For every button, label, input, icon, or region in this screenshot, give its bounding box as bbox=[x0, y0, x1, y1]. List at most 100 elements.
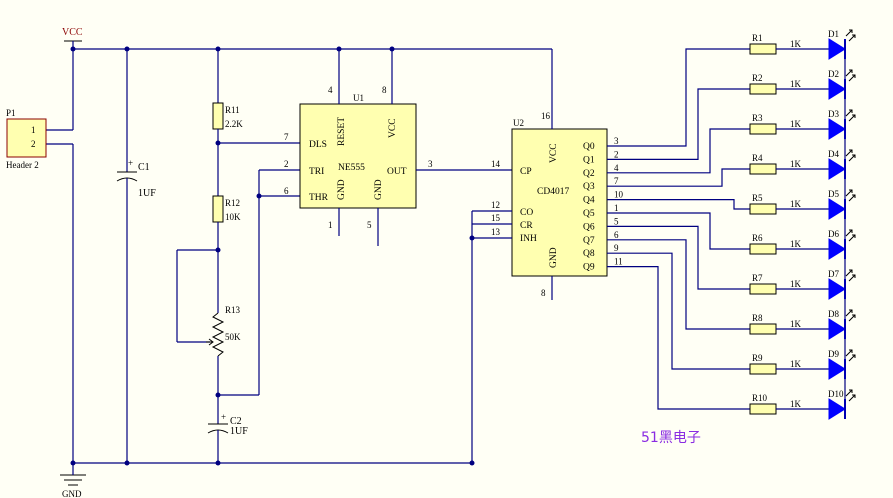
u2-q7-num: 6 bbox=[614, 230, 619, 240]
svg-text:+: + bbox=[128, 158, 133, 168]
timing-chain: R11 2.2K R12 10K R13 50K + C2 1UF bbox=[176, 49, 300, 463]
u1-pin1: 1 bbox=[328, 220, 333, 230]
led-channel: R2 1K D2 bbox=[749, 69, 856, 100]
u2-q4-num: 10 bbox=[614, 190, 624, 200]
led-d2 bbox=[828, 78, 846, 100]
q-wire bbox=[607, 225, 750, 290]
u2-q2-num: 4 bbox=[614, 163, 619, 173]
r12-value: 10K bbox=[225, 212, 241, 222]
resistor-ref: R3 bbox=[752, 113, 763, 123]
u1-pin3: 3 bbox=[428, 159, 433, 169]
led-d9 bbox=[828, 358, 846, 380]
u2-q5: Q5 bbox=[583, 209, 595, 219]
u1-pin5: 5 bbox=[367, 220, 372, 230]
r11-ref: R11 bbox=[225, 105, 240, 115]
u2-q6: Q6 bbox=[583, 222, 595, 232]
u1-pin7: 7 bbox=[284, 132, 289, 142]
c1-value: 1UF bbox=[138, 188, 156, 199]
q-wire bbox=[607, 48, 750, 147]
u2-pin16: 16 bbox=[541, 111, 551, 121]
resistor-ref: R6 bbox=[752, 233, 763, 243]
q-wire bbox=[607, 266, 750, 410]
u2-pin13: 13 bbox=[491, 227, 501, 237]
resistor-r7 bbox=[749, 283, 777, 295]
resistor-ref: R7 bbox=[752, 273, 763, 283]
resistor-ref: R5 bbox=[752, 193, 763, 203]
resistor-value: 1K bbox=[790, 239, 802, 249]
header-pin-2: 2 bbox=[31, 139, 36, 149]
u2-pin12: 12 bbox=[491, 200, 500, 210]
led-ref: D6 bbox=[828, 229, 839, 239]
resistor-r5 bbox=[749, 203, 777, 215]
led-d3 bbox=[828, 118, 846, 140]
resistor-r1 bbox=[749, 43, 777, 55]
led-ref: D4 bbox=[828, 149, 839, 159]
u1-pin2: 2 bbox=[284, 159, 289, 169]
r12-ref: R12 bbox=[225, 198, 240, 208]
gnd-label: GND bbox=[62, 489, 82, 498]
q-wire bbox=[607, 168, 750, 187]
led-channel: R6 1K D6 bbox=[749, 229, 856, 260]
resistor-value: 1K bbox=[790, 399, 802, 409]
header-pin-1: 1 bbox=[31, 125, 36, 135]
led-ref: D10 bbox=[828, 389, 844, 399]
resistor-value: 1K bbox=[790, 319, 802, 329]
c1-ref: C1 bbox=[138, 162, 150, 173]
resistor-ref: R10 bbox=[752, 393, 768, 403]
ic-u2-cd4017: U2 16 VCC GND 8 CP CD4017 CO CR INH 14 1… bbox=[471, 49, 624, 463]
resistor-value: 1K bbox=[790, 279, 802, 289]
u1-out: OUT bbox=[387, 167, 407, 177]
led-d4 bbox=[828, 158, 846, 180]
u2-co: CO bbox=[520, 208, 533, 218]
resistor-r4 bbox=[749, 163, 777, 175]
watermark: 51黑电子 bbox=[641, 430, 701, 446]
q-wire bbox=[607, 212, 750, 250]
led-d5 bbox=[828, 198, 846, 220]
u1-pin8: 8 bbox=[382, 85, 387, 95]
resistor-ref: R2 bbox=[752, 73, 763, 83]
u2-q0: Q0 bbox=[583, 142, 595, 152]
u1-ref: U1 bbox=[353, 93, 364, 103]
ic-u1-ne555: U1 4 8 DLS TRI THR OUT NE555 RESET VCC G… bbox=[284, 49, 512, 246]
led-d10 bbox=[828, 398, 846, 420]
resistor-r8 bbox=[749, 323, 777, 335]
led-outputs: R11KD1R21KD2R31KD3R41KD4R51KD5R61KD6R71K… bbox=[607, 29, 856, 420]
u2-q1: Q1 bbox=[583, 155, 595, 165]
svg-text:+: + bbox=[221, 412, 226, 422]
capacitor-c1: + C1 1UF bbox=[116, 49, 156, 463]
u1-gnd1: GND bbox=[337, 179, 347, 200]
u1-gnd2: GND bbox=[374, 179, 384, 200]
resistor-value: 1K bbox=[790, 79, 802, 89]
resistor-r9 bbox=[749, 363, 777, 375]
led-ref: D1 bbox=[828, 29, 839, 39]
resistor-value: 1K bbox=[790, 359, 802, 369]
u2-inh: INH bbox=[520, 234, 537, 244]
u2-q7: Q7 bbox=[583, 236, 595, 246]
u2-q9: Q9 bbox=[583, 263, 595, 273]
u1-pin4: 4 bbox=[328, 85, 333, 95]
u1-thr: THR bbox=[309, 193, 329, 203]
u2-cp: CP bbox=[520, 167, 532, 177]
u2-q5-num: 1 bbox=[614, 203, 619, 213]
led-d1 bbox=[828, 38, 846, 60]
led-ref: D2 bbox=[828, 69, 839, 79]
vcc-label: VCC bbox=[62, 27, 83, 38]
resistor-value: 1K bbox=[790, 119, 802, 129]
u2-q3: Q3 bbox=[583, 182, 595, 192]
resistor-ref: R9 bbox=[752, 353, 763, 363]
q-wire bbox=[607, 199, 750, 210]
u2-q8: Q8 bbox=[583, 249, 595, 259]
u2-cr: CR bbox=[520, 221, 533, 231]
resistor-r2 bbox=[749, 83, 777, 95]
led-ref: D5 bbox=[828, 189, 839, 199]
u1-reset: RESET bbox=[337, 117, 347, 146]
r13-ref: R13 bbox=[225, 305, 241, 315]
